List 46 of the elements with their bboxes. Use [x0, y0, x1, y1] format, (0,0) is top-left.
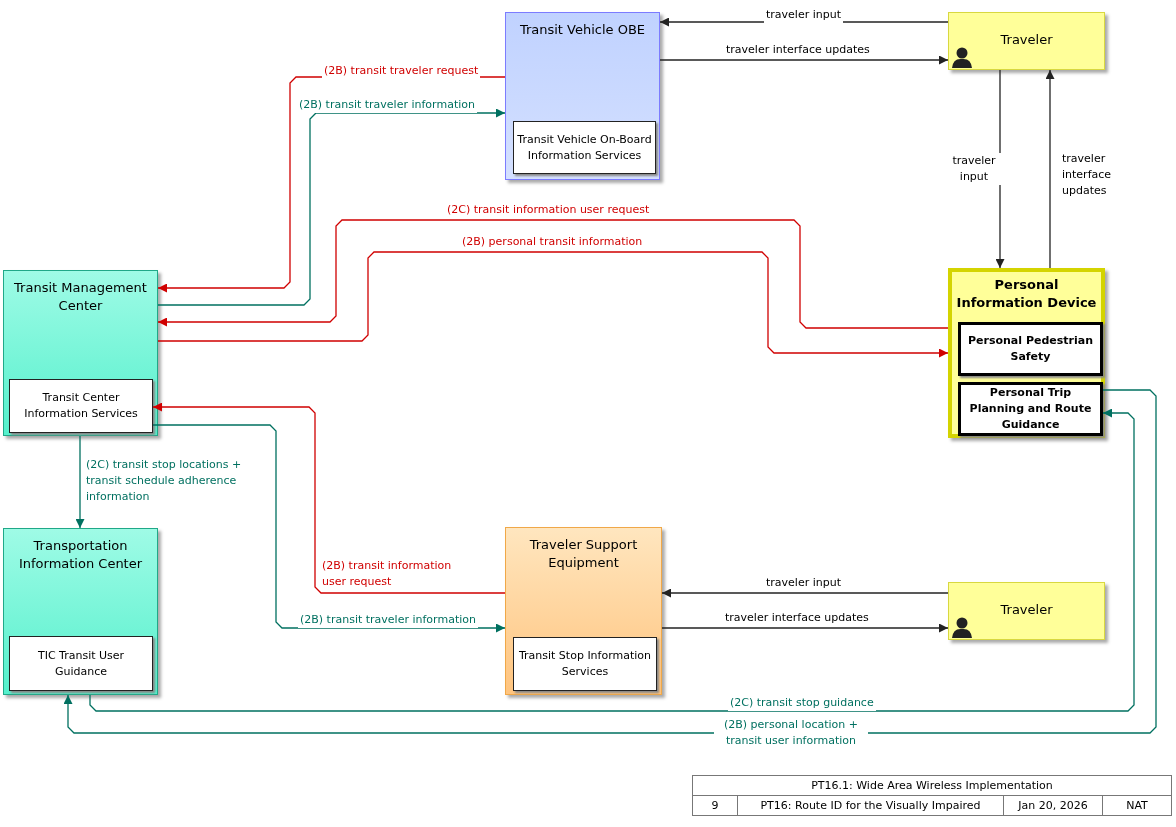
edge-label: (2B) transit traveler information — [297, 97, 477, 113]
function-box: Transit Center Information Services — [9, 379, 153, 433]
arrow — [89, 408, 1135, 712]
actor-box — [948, 582, 1105, 640]
actor-box — [948, 12, 1105, 70]
edge-label: traveler input — [764, 7, 843, 23]
arrow — [157, 251, 949, 358]
edge-label: traveler interface updates — [723, 610, 871, 626]
arrow — [157, 219, 949, 329]
edge-label: (2C) transit information user request — [445, 202, 652, 218]
node-title: Traveler — [999, 31, 1054, 49]
arrow — [661, 588, 949, 598]
arrow — [152, 424, 506, 633]
arrow — [63, 389, 1157, 734]
system-box — [505, 12, 660, 180]
node-title: Transit Management Center — [13, 279, 148, 315]
arrow — [157, 108, 506, 306]
arrow — [152, 402, 506, 594]
function-box: Personal Trip Planning and Route Guidance — [958, 382, 1103, 436]
node-title: Transit Vehicle OBE — [518, 21, 647, 39]
edge-label: (2B) personal transit information — [460, 234, 645, 250]
system-box — [3, 528, 158, 695]
node-title: Traveler Support Equipment — [528, 536, 639, 572]
function-box: TIC Transit User Guidance — [9, 636, 153, 691]
system-box — [948, 268, 1105, 438]
node-title: Transportation Information Center — [17, 537, 144, 573]
function-box: Transit Vehicle On-Board Information Services — [513, 121, 656, 174]
arrow — [1045, 69, 1055, 269]
system-box — [505, 527, 662, 695]
node-title: Traveler — [999, 601, 1054, 619]
title-block-cell: PT16: Route ID for the Visually Impaired — [737, 795, 1004, 816]
edge-label: traveler interface updates — [724, 42, 872, 58]
edge-label: (2C) transit stop guidance — [728, 695, 876, 711]
title-block-cell: Jan 20, 2026 — [1003, 795, 1103, 816]
system-box — [3, 270, 158, 436]
edge-label: (2B) transit traveler information — [298, 612, 478, 628]
title-block-cell: 9 — [692, 795, 738, 816]
node-title: Personal Information Device — [955, 276, 1098, 312]
title-block-cell: NAT — [1102, 795, 1172, 816]
function-box: Transit Stop Information Services — [513, 637, 657, 691]
function-box: Personal Pedestrian Safety — [958, 322, 1103, 376]
title-block-cell: PT16.1: Wide Area Wireless Implementation — [692, 775, 1172, 796]
arrow — [659, 55, 949, 65]
edge-label: (2B) transit traveler request — [322, 63, 481, 79]
arrow — [75, 435, 85, 529]
edge-label: traveler input — [764, 575, 843, 591]
